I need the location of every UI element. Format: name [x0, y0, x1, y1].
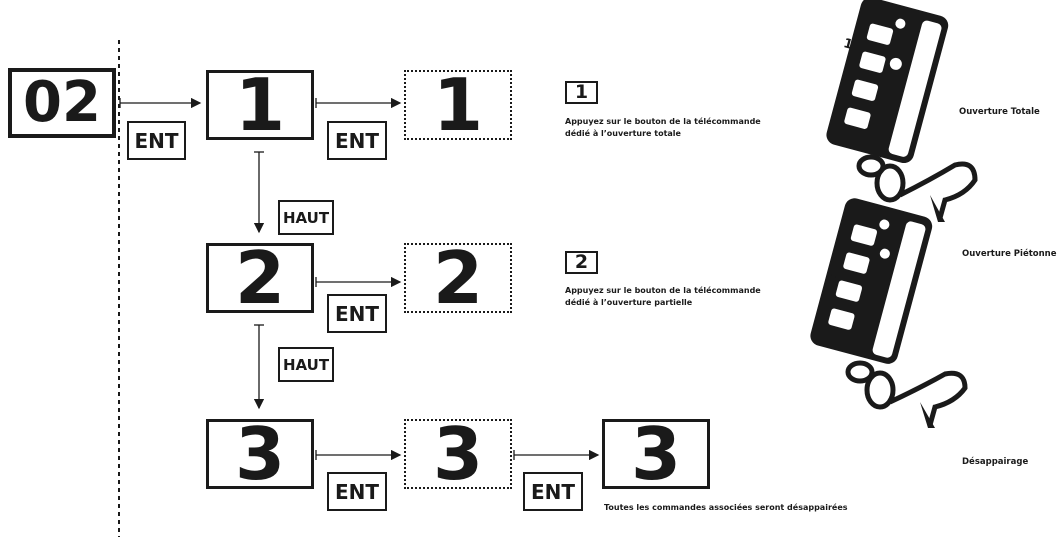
remote-bottom-marked-label: 2 — [827, 271, 841, 289]
remote-bottom-keyring — [848, 363, 965, 425]
caption-desappairage: Désappairage — [962, 457, 1028, 467]
caption-ouverture-pietonne: Ouverture Piétonne — [962, 249, 1056, 259]
